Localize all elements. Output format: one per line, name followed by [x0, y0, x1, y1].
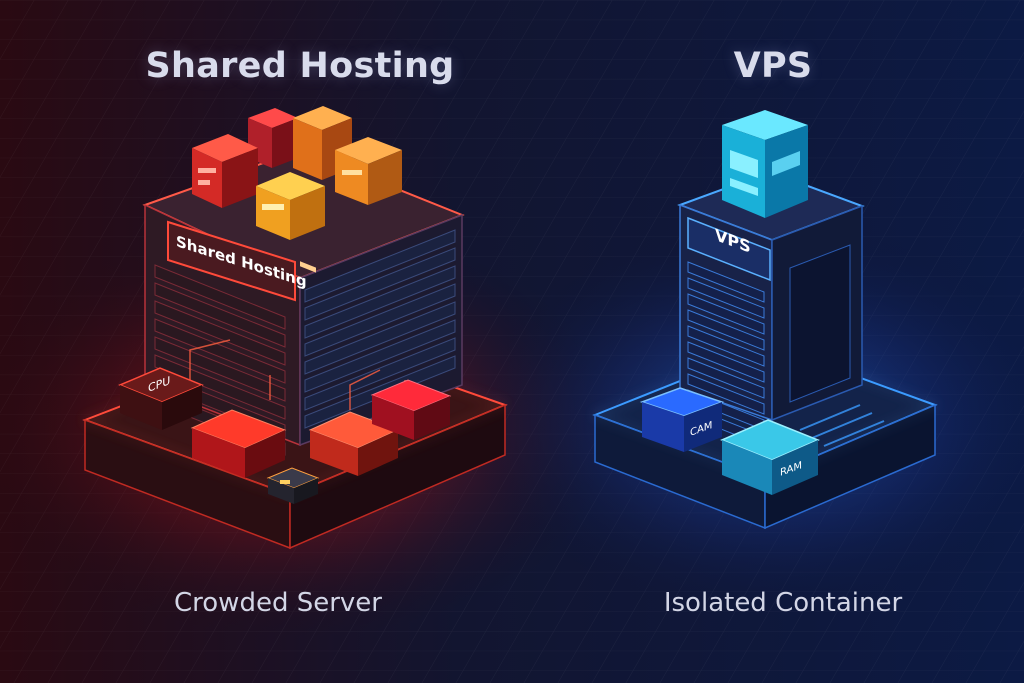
rack-slot: [154, 354, 286, 420]
rack-slot: [304, 265, 456, 339]
rack-slot: [154, 264, 286, 330]
shared-cpu-chip: CPU: [118, 367, 204, 430]
rack-slot: [304, 337, 456, 411]
shared-resource-box: [370, 379, 452, 440]
rack-slot: [154, 336, 286, 402]
rack-slot: [304, 283, 456, 357]
rack-slot: [687, 277, 765, 319]
crowd-box: [192, 134, 258, 208]
rack-slot: [687, 357, 765, 399]
vps-ram-chip: RAM: [720, 419, 820, 495]
rack-slot: [687, 325, 765, 367]
rack-slot: [304, 319, 456, 393]
shared-caption: Crowded Server: [174, 588, 382, 618]
shared-crowded-boxes: [192, 106, 402, 273]
rack-slot: [154, 282, 286, 348]
crowd-box: [256, 172, 325, 240]
crowd-box: [335, 137, 402, 205]
shared-hosting-illustration: Shared Hosting: [82, 106, 508, 550]
rack-slot: [687, 293, 765, 335]
rack-slot: [304, 247, 456, 321]
shared-resource-box: [308, 411, 400, 476]
rack-slot: [687, 373, 765, 415]
rack-slot: [154, 318, 286, 384]
rack-slot: [304, 229, 456, 303]
vps-left-rack-slots: [687, 261, 765, 447]
vps-cam-chip: CAM: [639, 387, 725, 452]
rack-slot: [154, 300, 286, 366]
rack-slot: [304, 301, 456, 375]
rack-slot: [687, 261, 765, 303]
shared-hosting-heading: Shared Hosting: [145, 46, 455, 86]
vps-heading: VPS: [733, 46, 813, 86]
vps-caption: Isolated Container: [663, 588, 903, 618]
shared-small-module: [266, 467, 320, 504]
rack-slot: [687, 309, 765, 351]
rack-slot: [687, 341, 765, 383]
shared-resource-box: [190, 409, 287, 478]
vps-isolated-container: [722, 110, 808, 218]
vps-illustration: VPS CAM RAM: [592, 110, 938, 530]
crowd-box: [248, 108, 298, 168]
